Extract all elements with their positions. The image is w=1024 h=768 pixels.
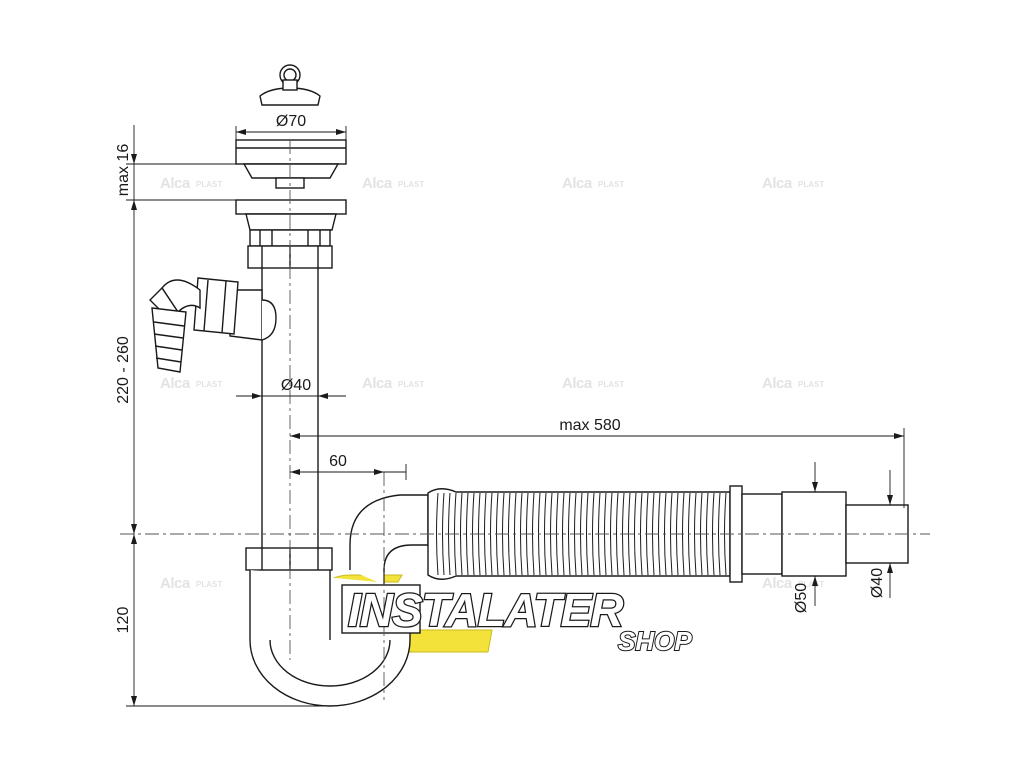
hose-rib — [568, 492, 571, 576]
instalater-shop-logo: INSTALATER SHOP — [347, 583, 694, 657]
watermark: Alca — [160, 575, 191, 592]
s-bend — [341, 494, 429, 634]
center-lines — [120, 140, 930, 700]
watermark-suffix: PLAST — [798, 380, 824, 389]
watermark-suffix: PLAST — [196, 580, 222, 589]
flexible-hose — [427, 488, 731, 580]
hose-rib — [442, 492, 445, 576]
dim-d70-label: Ø70 — [276, 113, 306, 130]
watermark-suffix: PLAST — [398, 180, 424, 189]
dim-220-260-label: 220 - 260 — [115, 336, 132, 404]
watermark-suffix: PLAST — [598, 180, 624, 189]
hose-rib — [460, 492, 463, 576]
hose-rib — [436, 492, 439, 576]
hose-rib — [586, 492, 589, 576]
dim-max16-label: max 16 — [115, 144, 132, 197]
watermark: Alca — [562, 375, 593, 392]
dim-60-label: 60 — [329, 453, 347, 470]
lower-nut — [245, 547, 333, 571]
watermark-suffix: PLAST — [798, 180, 824, 189]
hose-rib — [634, 492, 637, 576]
hose-rib — [712, 492, 715, 576]
dim-d50-label: Ø50 — [793, 583, 810, 613]
watermark-suffix: PLAST — [598, 380, 624, 389]
watermark: Alca — [562, 175, 593, 192]
side-connector — [149, 277, 277, 373]
watermark: Alca — [160, 175, 191, 192]
hose-rib — [562, 492, 565, 576]
hose-rib — [718, 492, 721, 576]
watermark-suffix: PLAST — [196, 180, 222, 189]
dim-d40-outlet-label: Ø40 — [869, 568, 886, 598]
hose-rib — [592, 492, 595, 576]
dim-d40-tube-label: Ø40 — [281, 377, 311, 394]
watermark: Alca — [160, 375, 191, 392]
strainer-flange — [235, 139, 347, 247]
watermark: Alca — [762, 175, 793, 192]
stopper-plug — [259, 64, 321, 106]
watermark-suffix: PLAST — [798, 580, 824, 589]
logo-main-text: INSTALATER — [348, 584, 623, 636]
watermark: Alca — [762, 375, 793, 392]
hose-rib — [694, 492, 697, 576]
hose-rib — [616, 492, 619, 576]
watermark: Alca — [762, 575, 793, 592]
dim-max580-label: max 580 — [559, 417, 620, 434]
watermark-suffix: PLAST — [398, 380, 424, 389]
hose-rib — [466, 492, 469, 576]
hose-rib — [610, 492, 613, 576]
watermark: Alca — [362, 375, 393, 392]
watermark: Alca — [362, 175, 393, 192]
hose-rib — [544, 492, 547, 576]
dim-120-label: 120 — [115, 607, 132, 634]
dimension-labels: Ø70 max 16 220 - 260 Ø40 max 580 60 120 … — [115, 113, 886, 633]
logo-sub-text: SHOP — [618, 626, 692, 656]
hose-rib — [484, 492, 487, 576]
arrowheads — [131, 129, 904, 706]
watermark-suffix: PLAST — [196, 380, 222, 389]
